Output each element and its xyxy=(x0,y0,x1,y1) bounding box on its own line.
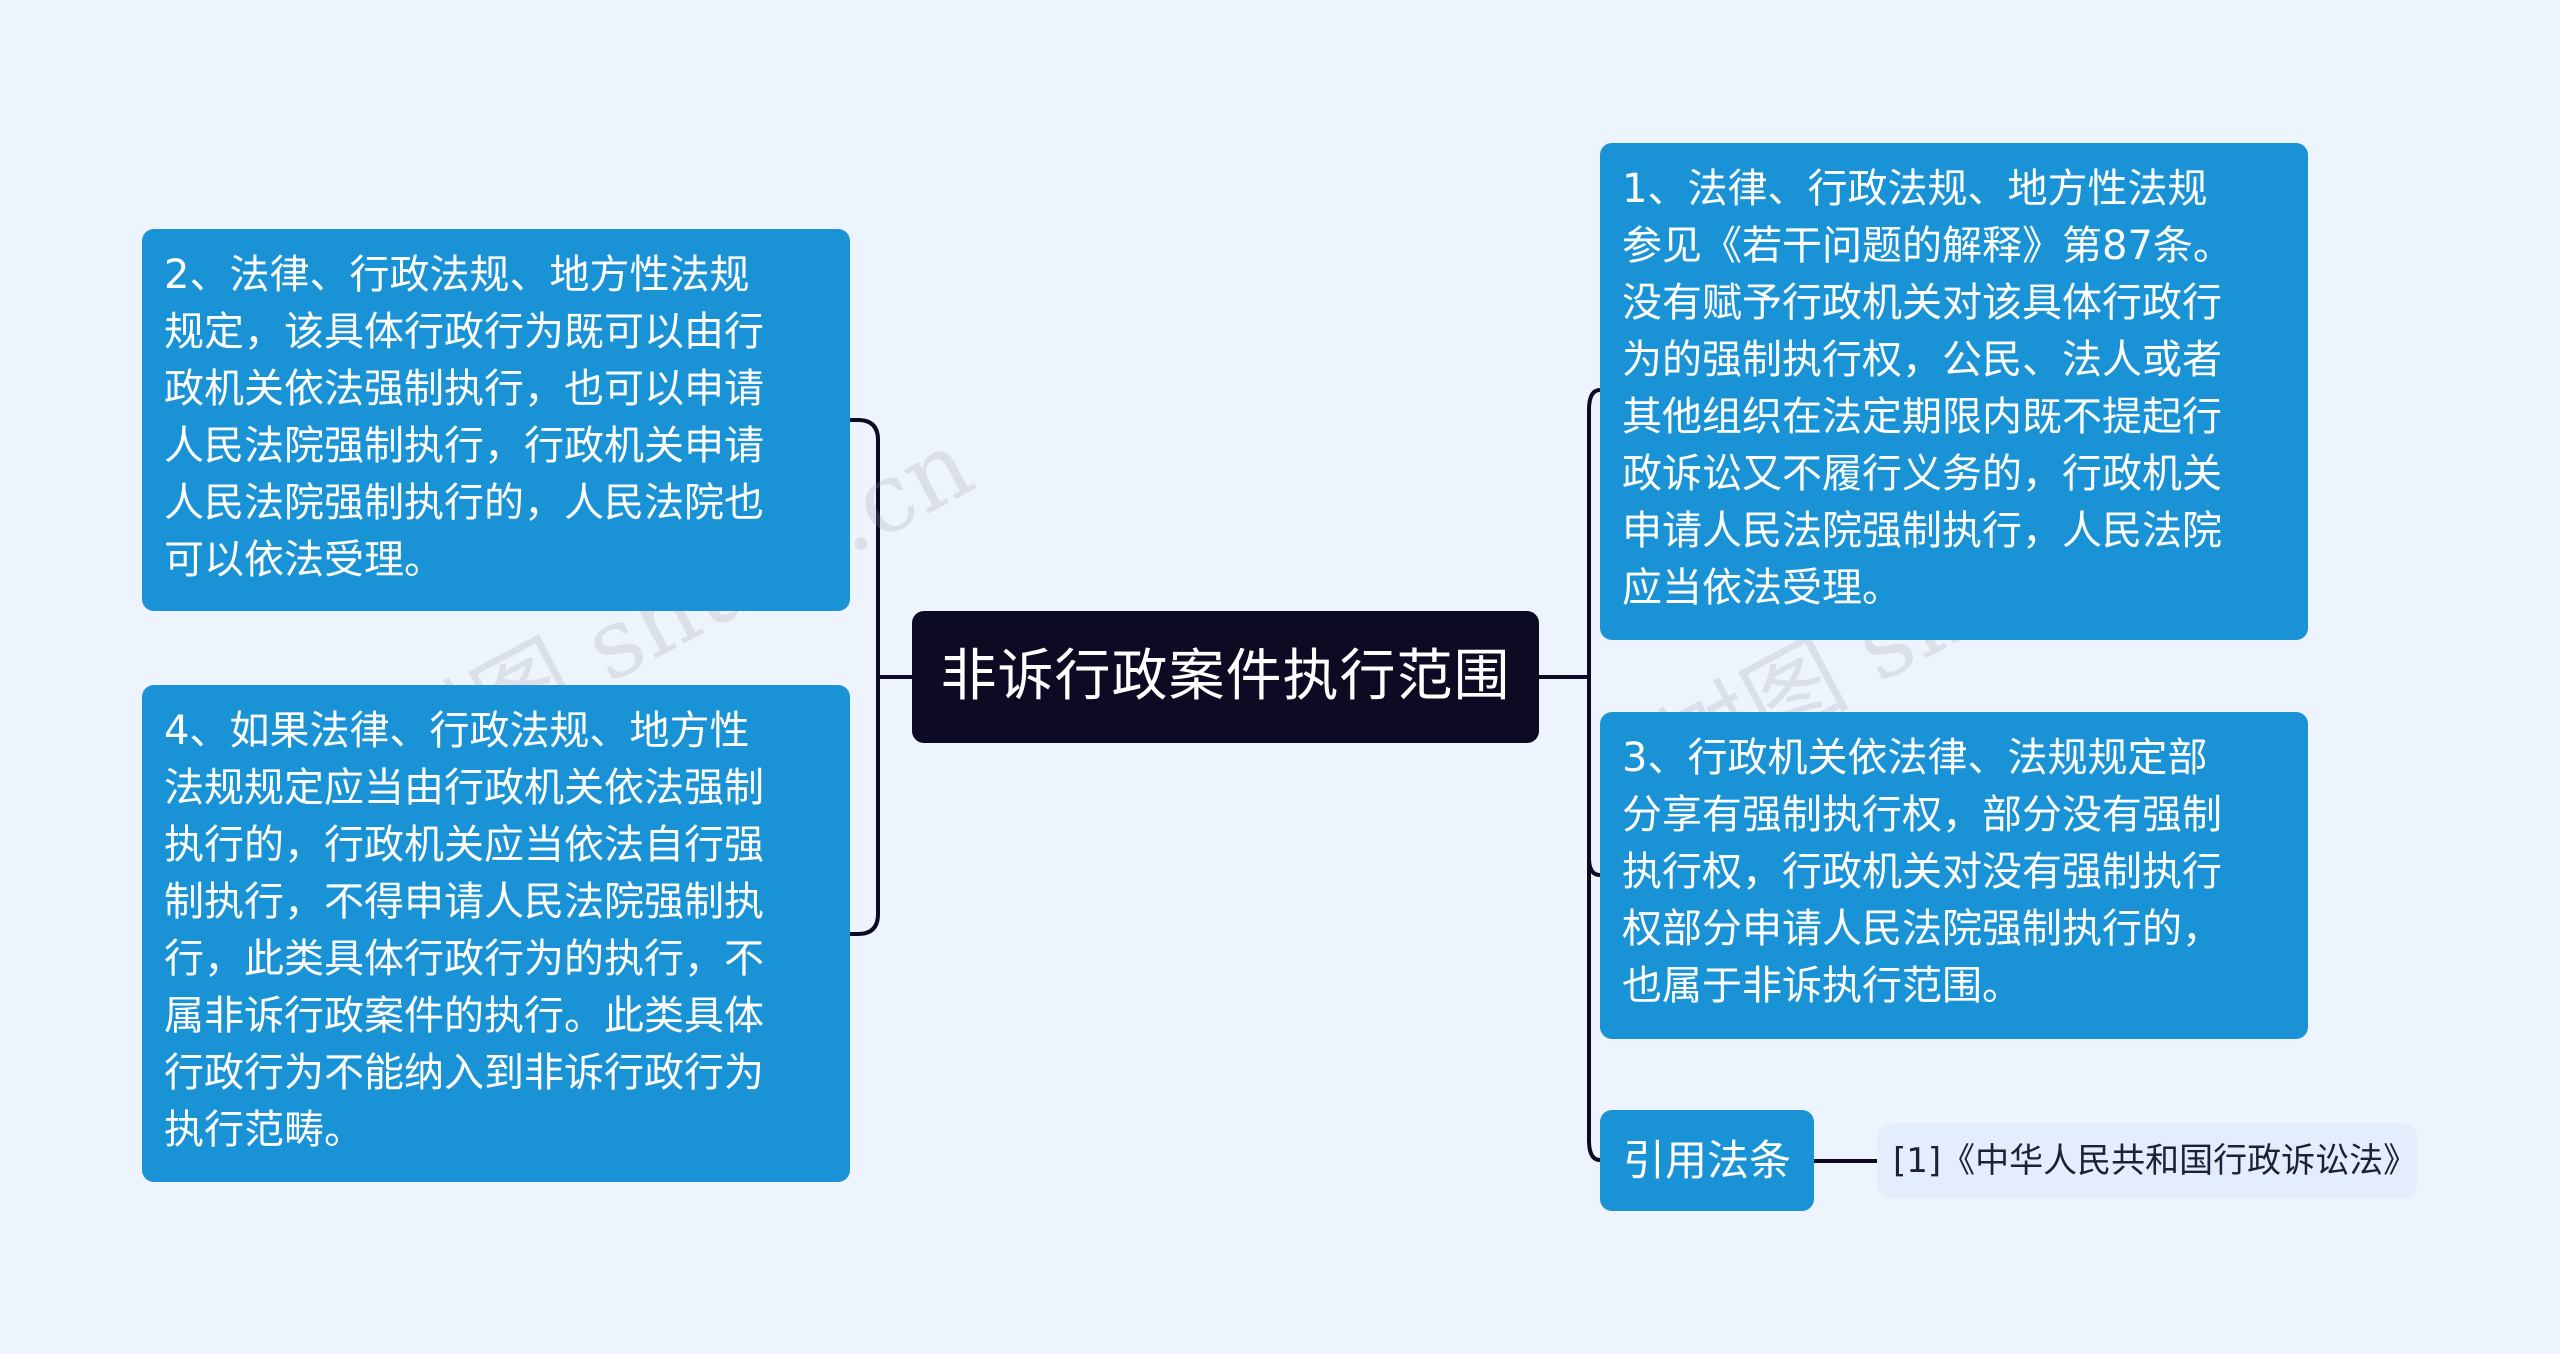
connector-right-mid xyxy=(1568,675,1602,877)
connector-right-trunk xyxy=(1587,388,1602,1162)
connector-left-trunk xyxy=(848,418,880,936)
topic-node-cited-laws[interactable]: 引用法条 xyxy=(1600,1110,1814,1211)
topic-node-left-1[interactable]: 2、法律、行政法规、地方性法规 规定，该具体行政行为既可以由行 政机关依法强制执… xyxy=(142,229,850,611)
topic-node-right-1[interactable]: 1、法律、行政法规、地方性法规 参见《若干问题的解释》第87条。 没有赋予行政机… xyxy=(1600,143,2308,640)
reference-node[interactable]: [1]《中华人民共和国行政诉讼法》 xyxy=(1877,1123,2417,1199)
topic-node-right-2[interactable]: 3、行政机关依法律、法规规定部 分享有强制执行权，部分没有强制 执行权，行政机关… xyxy=(1600,712,2308,1039)
root-node[interactable]: 非诉行政案件执行范围 xyxy=(912,611,1539,743)
topic-node-left-2[interactable]: 4、如果法律、行政法规、地方性 法规规定应当由行政机关依法强制 执行的，行政机关… xyxy=(142,685,850,1182)
